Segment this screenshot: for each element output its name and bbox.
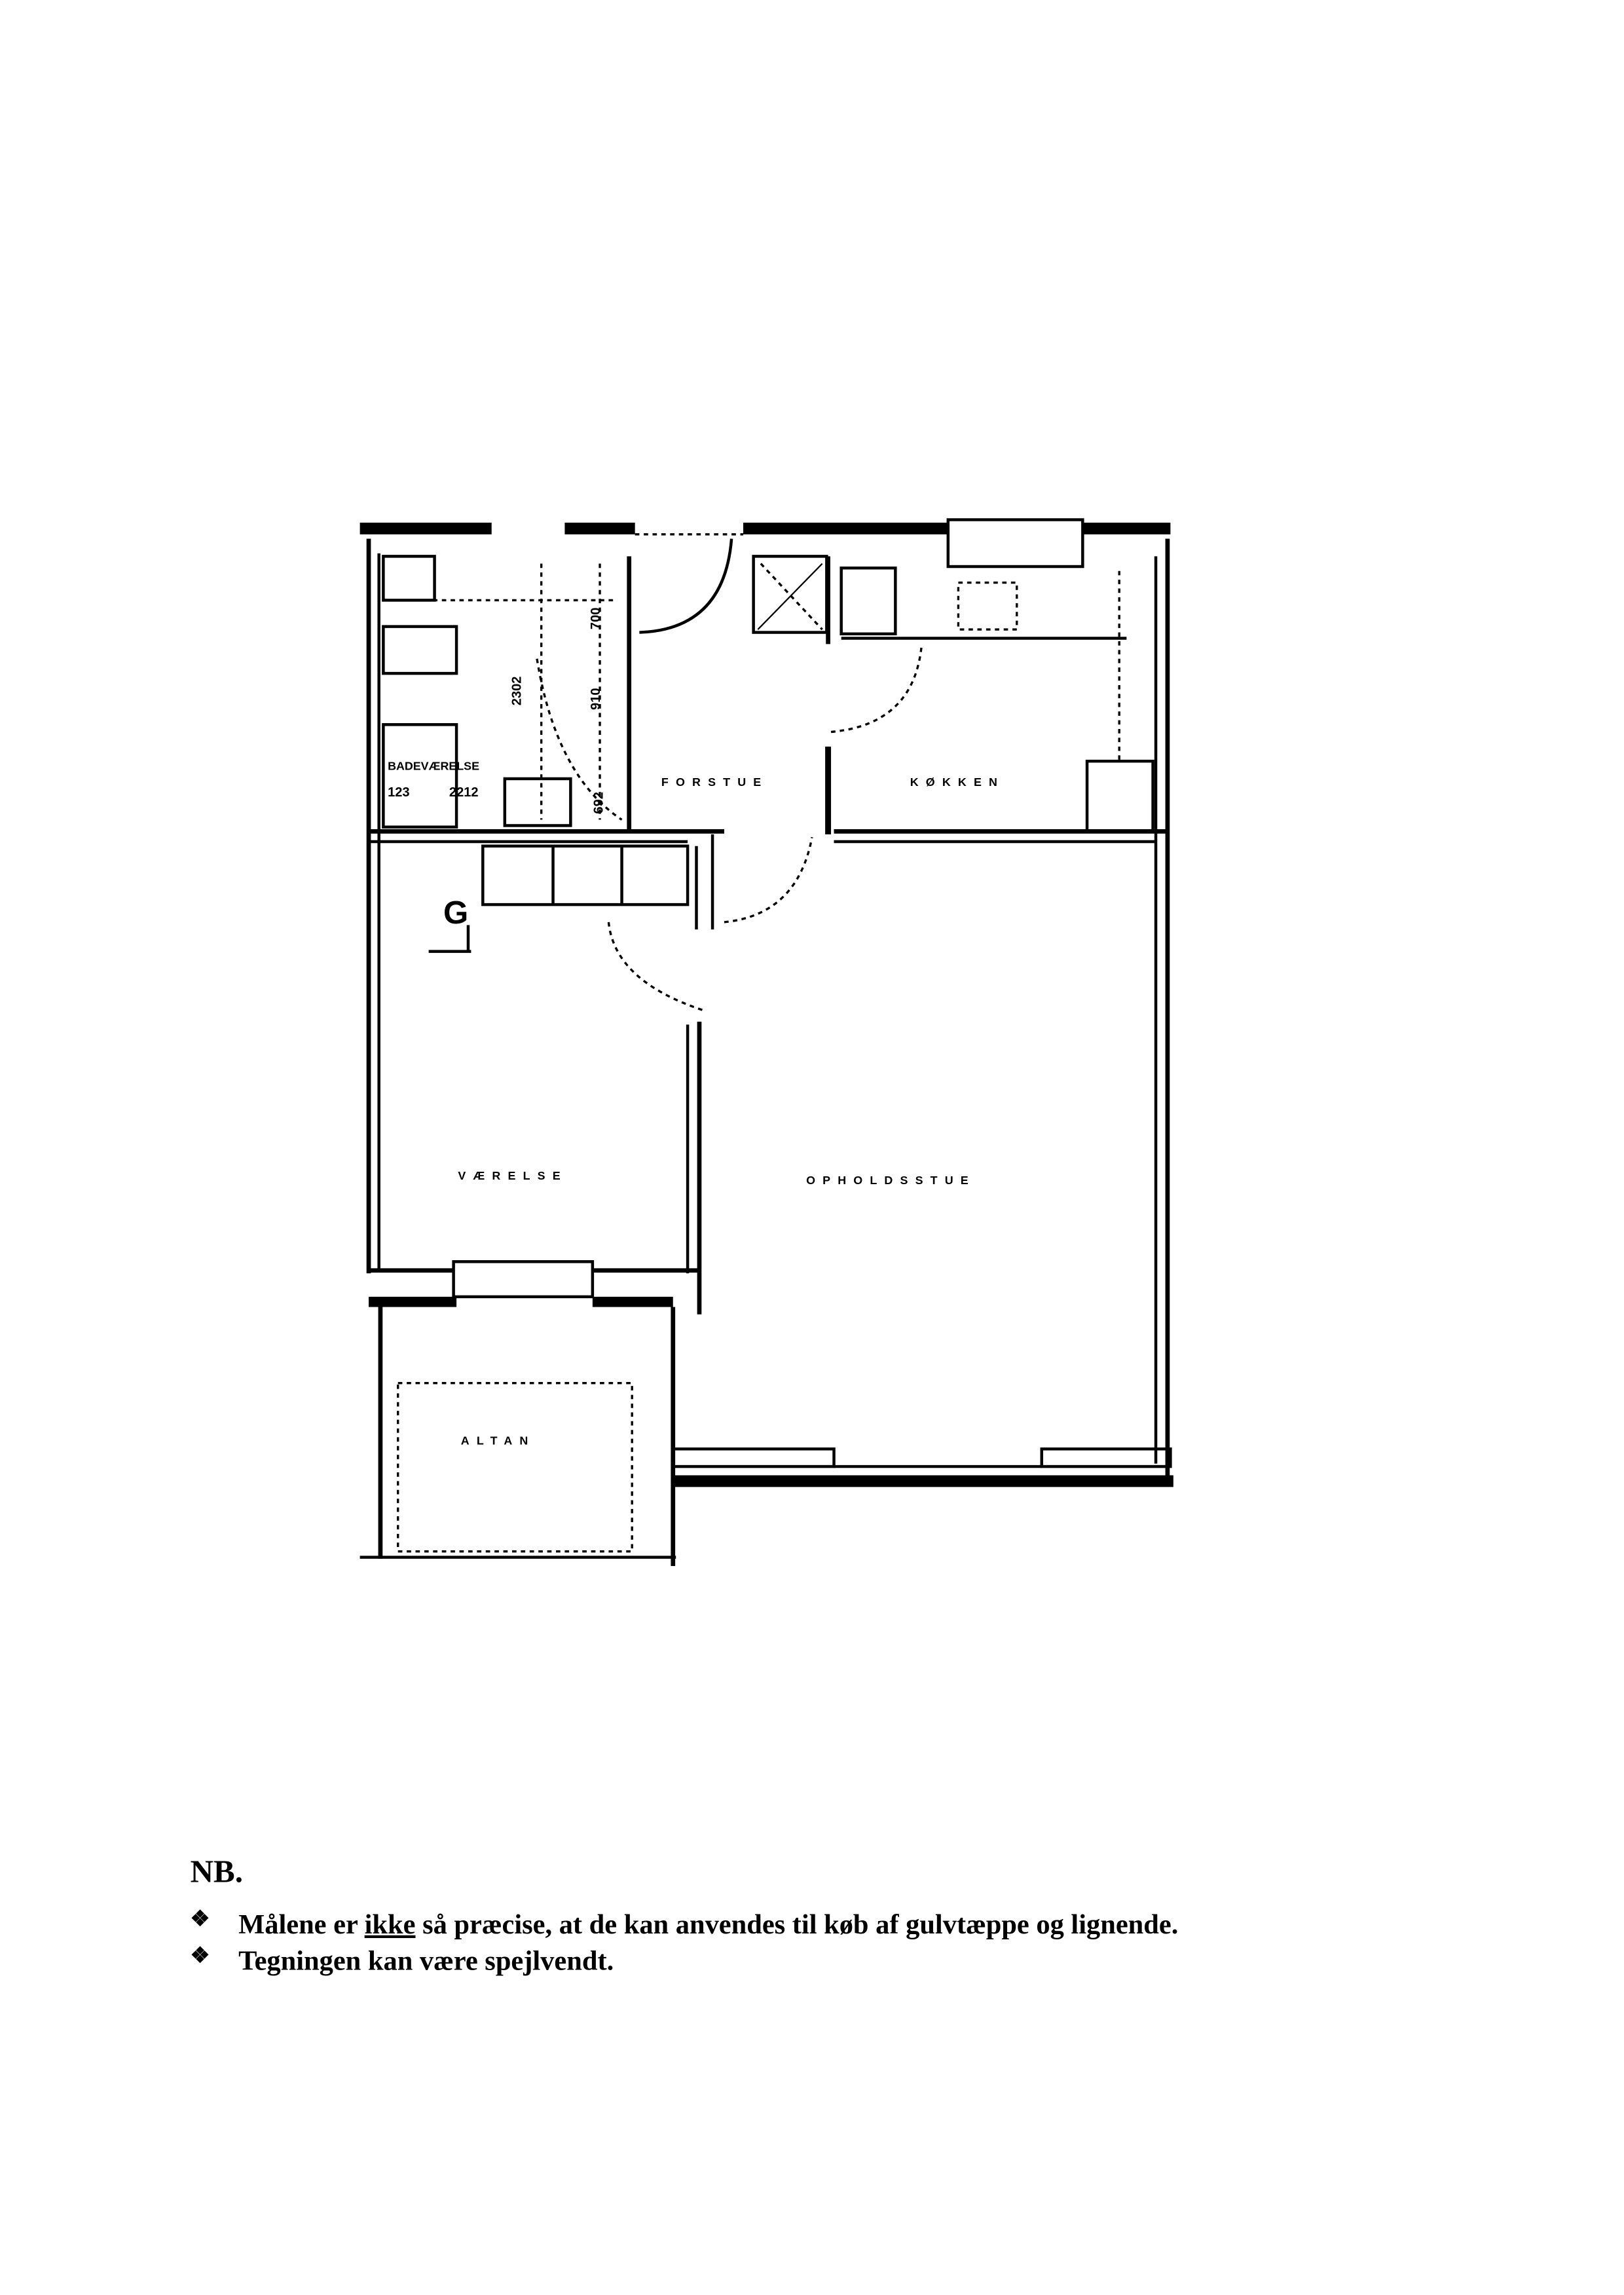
room-label-entrance: FORSTUE xyxy=(661,775,769,789)
bullet-icon: ❖ xyxy=(190,1943,210,1968)
floor-plan xyxy=(360,518,1173,1566)
room-label-bathroom: BADEVÆRELSE xyxy=(388,760,479,773)
section-marker-label: G xyxy=(443,895,468,931)
room-label-balcony: ALTAN xyxy=(461,1434,536,1447)
wall xyxy=(564,522,635,534)
room-label-living-room: OPHOLDSSTUE xyxy=(806,1174,976,1187)
wall xyxy=(360,522,492,534)
bullet-icon: ❖ xyxy=(190,1907,210,1931)
kitchen-window xyxy=(946,518,1084,569)
dimension-label: 692 xyxy=(592,792,606,814)
wall xyxy=(743,522,948,534)
notes-heading: NB. xyxy=(190,1854,243,1890)
notes: NB. ❖ Målene er ikke så præcise, at de k… xyxy=(190,1854,1178,1977)
dimension-label: 700 xyxy=(589,608,603,630)
room-label-bedroom: VÆRELSE xyxy=(458,1169,568,1182)
dimension-label: 910 xyxy=(589,688,603,710)
dimension-label: 123 xyxy=(388,785,410,800)
note-item: Tegningen kan være spejlvendt. xyxy=(238,1946,614,1977)
room-label-kitchen: KØKKEN xyxy=(910,775,1005,789)
wall xyxy=(1082,522,1171,534)
dimension-label: 2302 xyxy=(509,677,524,706)
note-item: Målene er ikke så præcise, at de kan anv… xyxy=(238,1909,1178,1940)
dimension-label: 2212 xyxy=(449,785,479,800)
